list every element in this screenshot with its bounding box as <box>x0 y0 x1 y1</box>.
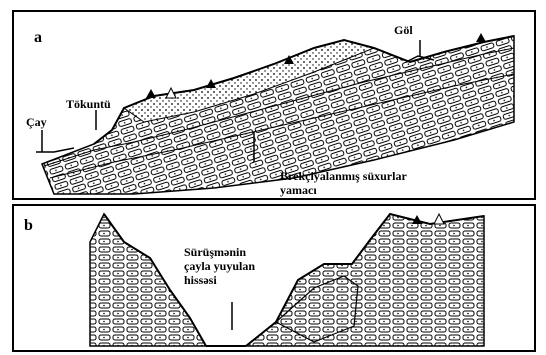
landslide-label-line1: Sürüşmənin <box>184 246 246 259</box>
panel-b-diagram <box>14 206 536 352</box>
panel-a-letter: a <box>34 30 42 47</box>
panel-b-letter: b <box>24 218 33 235</box>
landslide-label-line2: çayla yuyulan <box>184 260 255 273</box>
slope-label-line2: yamacı <box>280 184 317 197</box>
river-label: Çay <box>26 116 47 129</box>
debris-label: Tökuntü <box>66 98 111 111</box>
valley-right-wall <box>246 214 484 346</box>
landslide-label-line3: hissəsi <box>184 274 217 287</box>
slope-body <box>42 36 514 194</box>
lake-label: Göl <box>394 24 413 37</box>
panel-b: b Sürüşmənin çayla yuyulan hissəsi <box>12 204 536 352</box>
slope-label-line1: Brekçiyalanmış süxurlar <box>280 170 407 183</box>
panel-a: a Göl Tökuntü Çay Brekçiyalanmış süxurla… <box>12 10 536 200</box>
